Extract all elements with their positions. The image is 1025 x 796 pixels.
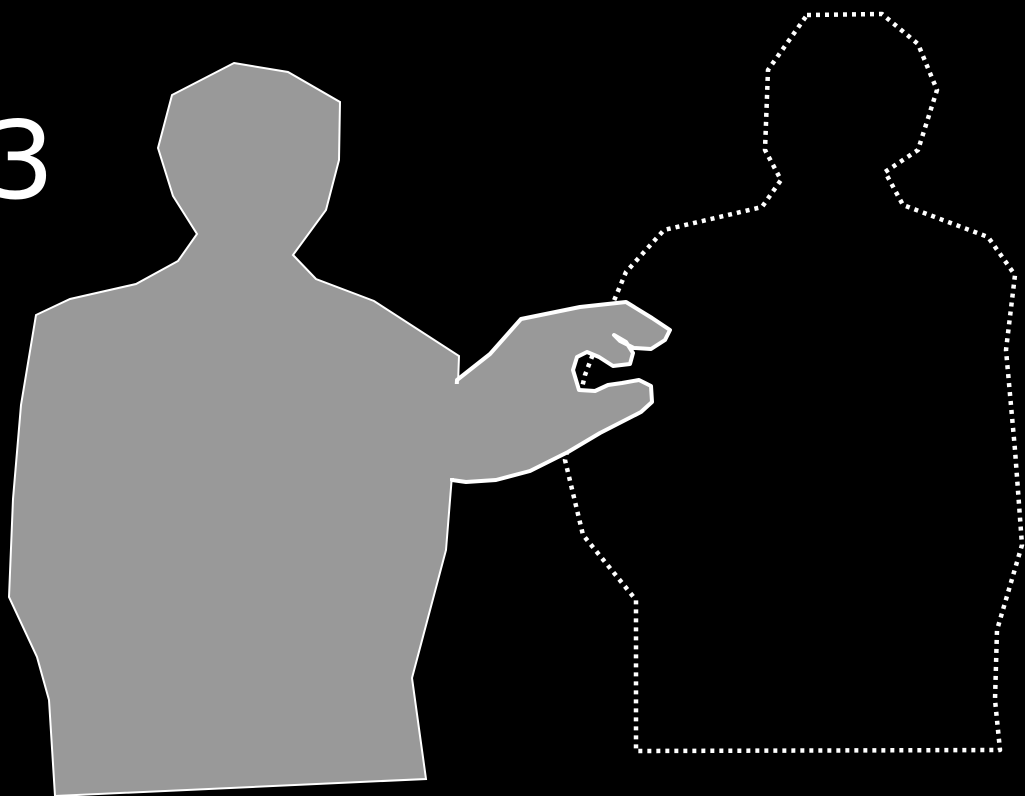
step-number-label: 3: [0, 99, 55, 224]
arm-joint: [448, 384, 462, 478]
